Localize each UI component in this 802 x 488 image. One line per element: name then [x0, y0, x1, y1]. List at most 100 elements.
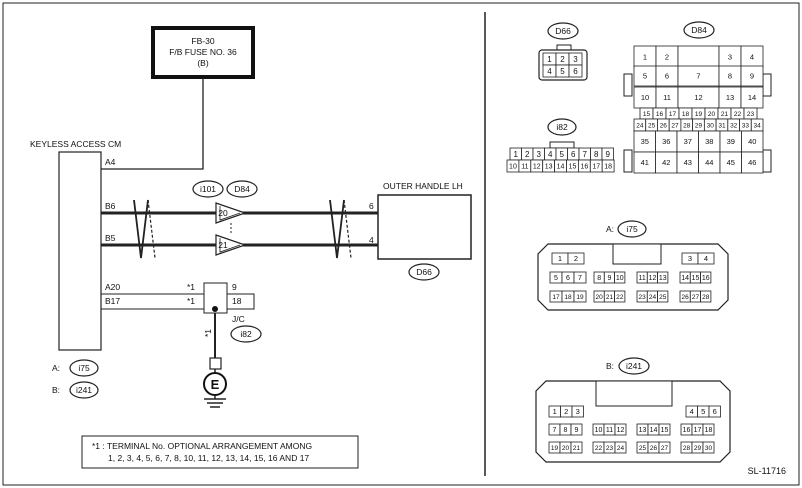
i75-pin-cell — [657, 290, 669, 303]
i82-pin-number: 12 — [533, 164, 541, 171]
d84-pin-number: 17 — [669, 111, 677, 118]
d84-pin-number: 31 — [718, 122, 726, 129]
i241-pin-number: 18 — [705, 427, 713, 434]
d84-pin-number: 28 — [683, 122, 691, 129]
legend-b-conn: i241 — [76, 385, 92, 395]
i82-pin-number: 18 — [604, 164, 612, 171]
i75-pin-cell — [700, 271, 712, 284]
i82-pin-number: 8 — [594, 150, 599, 159]
i75-pin-number: 13 — [659, 275, 667, 282]
i241-pin-cell — [702, 441, 715, 454]
note-line-2: 1, 2, 3, 4, 5, 6, 7, 8, 10, 11, 12, 13, … — [108, 453, 309, 463]
i241-pin-number: 1 — [553, 407, 557, 416]
i241-pin-number: 12 — [617, 427, 625, 434]
ground-label: E — [211, 377, 220, 392]
d84-pin-number: 23 — [747, 111, 755, 118]
i241-pin-number: 20 — [562, 445, 570, 452]
legend-a-prefix: A: — [52, 363, 60, 373]
d84-pin-number: 16 — [656, 111, 664, 118]
i241-pin-number: 2 — [564, 407, 568, 416]
d66-pin-number: 1 — [547, 55, 552, 64]
conn-d84-tag: D84 — [234, 184, 250, 194]
i241-pin-number: 21 — [573, 445, 581, 452]
i75-pin-cell — [573, 271, 587, 284]
jc-pin-9: 9 — [232, 282, 237, 292]
i241-pin-cell — [708, 405, 721, 418]
d84-pin-cell — [677, 45, 720, 69]
i241-pin-number: 19 — [551, 445, 559, 452]
i241-pin-number: 4 — [690, 407, 694, 416]
i75-pin-number: 5 — [554, 275, 558, 282]
pin-b17: B17 — [105, 296, 120, 306]
fuse-box: FB-30 F/B FUSE NO. 36 (B) — [151, 26, 255, 79]
d84-pin-number: 6 — [665, 72, 669, 81]
i82-pin-number: 17 — [592, 164, 600, 171]
d84-pin-cell — [740, 65, 764, 87]
i241-pin-number: 30 — [705, 445, 713, 452]
i75-pin-number: 2 — [574, 254, 578, 263]
i82-pin-number: 2 — [525, 150, 530, 159]
i241-pin-number: 3 — [576, 407, 580, 416]
i75-pin-cell — [614, 290, 626, 303]
i75-pin-number: 4 — [704, 254, 708, 263]
ground-symbol: E — [203, 357, 227, 408]
pin-a20: A20 — [105, 282, 120, 292]
d84-pin-number: 25 — [648, 122, 656, 129]
conn-i101-tag: i101 — [200, 184, 216, 194]
i75-pin-number: 15 — [692, 275, 700, 282]
i75-pin-number: 3 — [688, 254, 692, 263]
i82-pin-number: 9 — [606, 150, 611, 159]
d84-pin-number: 43 — [684, 158, 692, 167]
i75-pin-number: 18 — [564, 294, 572, 301]
i75-pin-number: 17 — [552, 294, 560, 301]
i75-pin-number: 16 — [702, 275, 710, 282]
i241-pin-number: 15 — [661, 427, 669, 434]
i241-pin-number: 28 — [683, 445, 691, 452]
i75-pin-number: 10 — [616, 275, 624, 282]
d84-pin-number: 32 — [730, 122, 738, 129]
note-line-1: *1 : TERMINAL No. OPTIONAL ARRANGEMENT A… — [92, 441, 312, 451]
d84-pin-number: 39 — [727, 137, 735, 146]
i241-pin-number: 11 — [606, 427, 613, 434]
twisted-pair-left — [133, 199, 156, 259]
i241-pin-number: 29 — [694, 445, 702, 452]
i241-pin-cell — [614, 441, 627, 454]
i82-pin-number: 14 — [557, 164, 565, 171]
d84-pin-number: 13 — [726, 93, 734, 102]
fuse-label-3: (B) — [197, 58, 209, 68]
i82-pin-number: 10 — [509, 164, 517, 171]
star-note-3: *1 — [203, 329, 213, 337]
d84-pin-number: 15 — [643, 111, 651, 118]
terminal-note-box: *1 : TERMINAL No. OPTIONAL ARRANGEMENT A… — [81, 435, 359, 469]
i75-pin-number: 8 — [597, 275, 601, 282]
i82-pin-number: 16 — [580, 164, 588, 171]
i75-prefix: A: — [606, 224, 614, 234]
i241-pin-number: 6 — [713, 407, 717, 416]
d84-pin-number: 9 — [750, 72, 754, 81]
i75-pin-number: 20 — [596, 294, 604, 301]
d66-pin-number: 4 — [547, 67, 552, 76]
d84-pin-number: 4 — [750, 53, 754, 62]
legend-b-prefix: B: — [52, 385, 60, 395]
d84-tag: D84 — [691, 25, 707, 35]
d84-pin-number: 46 — [748, 158, 756, 167]
i241-pin-number: 16 — [683, 427, 691, 434]
d84-pin-number: 5 — [643, 72, 647, 81]
pin-21: 21 — [218, 240, 228, 250]
jc-conn-tag: i82 — [240, 329, 252, 339]
i241-pin-number: 8 — [564, 427, 568, 434]
i82-pin-number: 13 — [545, 164, 553, 171]
i75-pin-number: 11 — [639, 275, 646, 282]
i75-pin-number: 9 — [607, 275, 611, 282]
i75-pin-cell — [657, 271, 669, 284]
d84-pin-number: 20 — [708, 111, 716, 118]
d84-pin-number: 29 — [695, 122, 703, 129]
i75-pin-cell — [700, 290, 712, 303]
d66-pin-number: 2 — [560, 55, 565, 64]
i75-pin-number: 22 — [616, 294, 624, 301]
fuse-label-2: F/B FUSE NO. 36 — [169, 47, 237, 57]
i241-tag: i241 — [626, 361, 642, 371]
d84-pin-number: 34 — [754, 122, 762, 129]
i75-pin-cell — [567, 252, 585, 265]
